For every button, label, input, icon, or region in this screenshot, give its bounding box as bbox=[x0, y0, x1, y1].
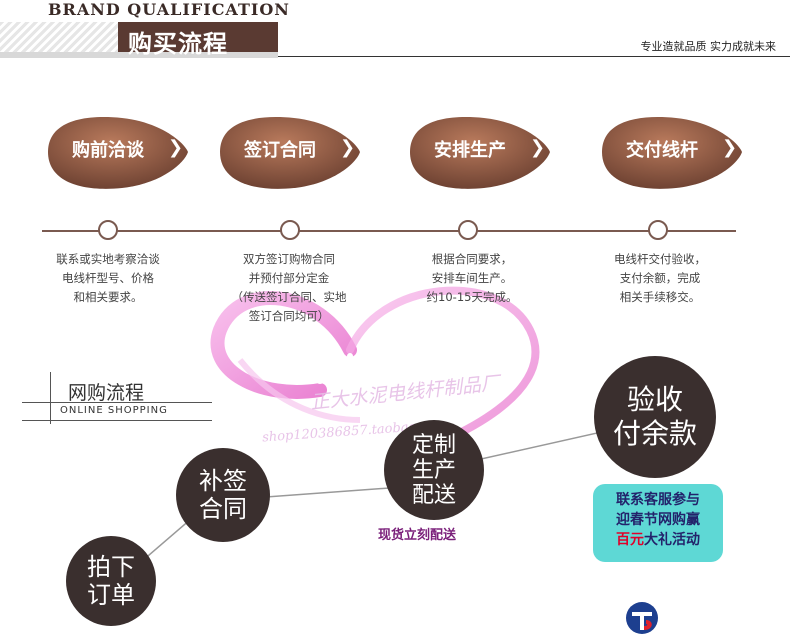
step-description: 根据合同要求， 安排车间生产。 约10-15天完成。 bbox=[387, 250, 557, 307]
promo-badge[interactable]: 联系客服参与 迎春节网购赢 百元大礼活动 bbox=[593, 484, 723, 562]
node-text: 付余款 bbox=[612, 417, 697, 450]
desc-line: 安排车间生产。 bbox=[431, 271, 513, 285]
header-title-bar bbox=[118, 22, 278, 52]
page-title: 购买流程 bbox=[128, 30, 228, 58]
step-leaf-icon bbox=[220, 117, 360, 189]
online-heading-line bbox=[22, 420, 212, 421]
desc-line: 双方签订购物合同 bbox=[243, 252, 335, 266]
step-label: 交付线杆 bbox=[626, 140, 698, 161]
desc-line: 根据合同要求， bbox=[431, 252, 513, 266]
node-text: 配送 bbox=[411, 482, 456, 508]
header-stripe-decoration bbox=[0, 22, 120, 52]
node-text: 验收 bbox=[626, 383, 683, 416]
desc-line: 电线杆型号、价格 bbox=[62, 271, 154, 285]
timeline-node bbox=[648, 220, 668, 240]
step-label: 购前洽谈 bbox=[72, 140, 144, 161]
desc-line: 联系或实地考察洽谈 bbox=[56, 252, 160, 266]
promo-line: 迎春节网购赢 bbox=[616, 512, 700, 528]
desc-line: 支付余额，完成 bbox=[619, 271, 701, 285]
company-logo-icon bbox=[626, 602, 658, 634]
desc-line: 电线杆交付验收， bbox=[614, 252, 706, 266]
promo-highlight: 百元 bbox=[616, 532, 644, 548]
step-label: 安排生产 bbox=[434, 140, 506, 161]
step-pre-purchase-consultation: 购前洽谈 ❯ bbox=[42, 112, 190, 192]
node-text: 生产 bbox=[411, 457, 456, 483]
flow-node-inspect-pay-balance: 验收 付余款 bbox=[594, 356, 716, 478]
step-leaf-icon bbox=[48, 117, 188, 189]
online-shopping-subtitle: ONLINE SHOPPING bbox=[60, 405, 168, 416]
node-text: 定制 bbox=[411, 432, 456, 458]
node-text: 合同 bbox=[199, 495, 247, 523]
promo-line: 百元大礼活动 bbox=[593, 530, 723, 550]
promo-rest: 大礼活动 bbox=[644, 532, 700, 548]
header-shadow bbox=[0, 52, 278, 58]
in-stock-delivery-note: 现货立刻配送 bbox=[378, 528, 457, 543]
step-deliver-poles: 交付线杆 ❯ bbox=[596, 112, 744, 192]
timeline-node bbox=[458, 220, 478, 240]
node-text: 拍下 bbox=[87, 553, 135, 581]
online-shopping-title: 网购流程 bbox=[68, 382, 145, 404]
step-label: 签订合同 bbox=[244, 140, 316, 161]
chevron-right-icon: ❯ bbox=[530, 137, 546, 158]
flow-node-place-order: 拍下 订单 bbox=[66, 536, 156, 626]
desc-line: 约10-15天完成。 bbox=[426, 290, 518, 304]
step-arrange-production: 安排生产 ❯ bbox=[404, 112, 552, 192]
online-heading-line bbox=[22, 402, 212, 403]
chevron-right-icon: ❯ bbox=[168, 137, 184, 158]
flow-node-sign-contract: 补签 合同 bbox=[176, 448, 270, 542]
node-text: 订单 bbox=[87, 581, 135, 609]
step-description: 双方签订购物合同 并预付部分定金 （传送签订合同、实地 签订合同均可） bbox=[204, 250, 374, 326]
step-description: 联系或实地考察洽谈 电线杆型号、价格 和相关要求。 bbox=[23, 250, 193, 307]
header-slogan: 专业造就品质 实力成就未来 bbox=[640, 40, 777, 53]
desc-line: （传送签订合同、实地 bbox=[231, 290, 347, 304]
promo-line: 联系客服参与 bbox=[616, 492, 700, 508]
step-leaf-icon bbox=[602, 117, 742, 189]
chevron-right-icon: ❯ bbox=[340, 137, 356, 158]
chevron-right-icon: ❯ bbox=[722, 137, 738, 158]
node-text: 补签 bbox=[199, 467, 247, 495]
desc-line: 并预付部分定金 bbox=[248, 271, 330, 285]
flow-node-custom-production: 定制 生产 配送 bbox=[384, 420, 484, 520]
timeline-node bbox=[98, 220, 118, 240]
header-divider bbox=[278, 56, 790, 57]
step-description: 电线杆交付验收， 支付余额，完成 相关手续移交。 bbox=[575, 250, 745, 307]
timeline-node bbox=[280, 220, 300, 240]
desc-line: 相关手续移交。 bbox=[619, 290, 701, 304]
step-sign-contract: 签订合同 ❯ bbox=[214, 112, 362, 192]
online-heading-tick bbox=[50, 372, 51, 424]
brand-qualification-heading: BRAND QUALIFICATION bbox=[48, 0, 290, 19]
step-leaf-icon bbox=[410, 117, 550, 189]
desc-line: 和相关要求。 bbox=[73, 290, 143, 304]
desc-line: 签订合同均可） bbox=[248, 309, 330, 323]
timeline-line bbox=[42, 230, 736, 232]
